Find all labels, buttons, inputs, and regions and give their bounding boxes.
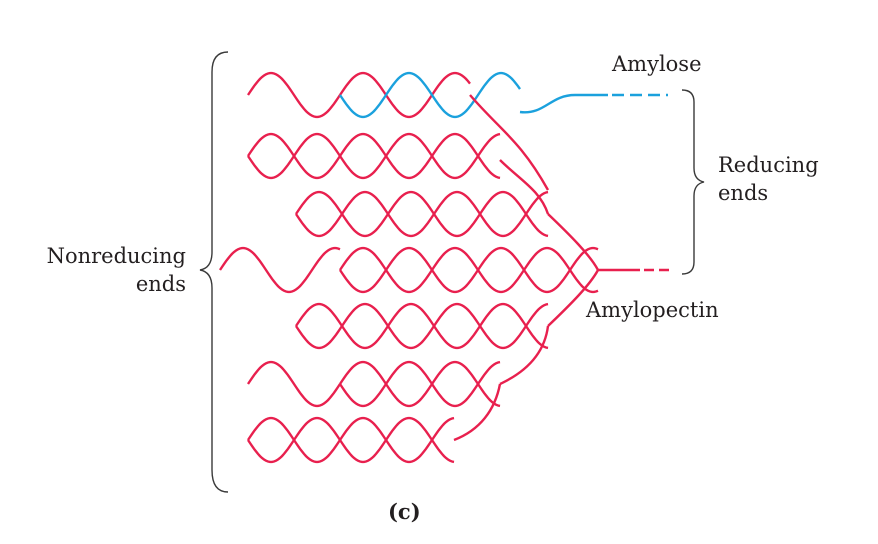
- nonreducing-ends-label-line1: Nonreducing: [46, 244, 186, 268]
- amylopectin-lead-strand: [247, 360, 341, 408]
- amylopectin-strand: [339, 360, 501, 408]
- reducing-ends-label-line2: ends: [718, 181, 769, 205]
- amylopectin-branch: [547, 213, 600, 271]
- amylopectin-strand: [339, 246, 599, 294]
- amylopectin-branch: [453, 383, 502, 442]
- amylopectin-strand: [247, 416, 455, 464]
- amylopectin-branch: [547, 269, 600, 327]
- nonreducing-ends-label-line2: ends: [135, 272, 186, 296]
- amylopectin-strand: [295, 190, 549, 238]
- amylopectin-strand: [295, 190, 549, 238]
- amylose-label: Amylose: [612, 52, 702, 76]
- amylopectin-strand: [247, 132, 501, 180]
- amylopectin-strand: [339, 360, 501, 408]
- amylose-strand: [339, 71, 521, 119]
- amylopectin-strand: [339, 246, 599, 294]
- amylopectin-label: Amylopectin: [586, 298, 719, 322]
- amylopectin-strand: [339, 71, 471, 119]
- panel-label: (c): [388, 499, 421, 524]
- amylopectin-branch: [469, 94, 550, 191]
- amylopectin-strand: [247, 416, 455, 464]
- amylopectin-branch: [499, 159, 550, 215]
- reducing-ends-label-line1: Reducing: [718, 153, 819, 177]
- amylopectin-lead-strand: [219, 246, 341, 294]
- amylopectin-branch: [499, 325, 550, 386]
- amylopectin-strand: [295, 302, 549, 350]
- nonreducing-ends-brace: [199, 51, 229, 493]
- amylopectin-strand: [247, 71, 341, 119]
- amylopectin-strand: [247, 132, 501, 180]
- amylopectin-strand: [295, 302, 549, 350]
- reducing-ends-brace: [681, 89, 705, 275]
- amylose-tail: [519, 93, 608, 114]
